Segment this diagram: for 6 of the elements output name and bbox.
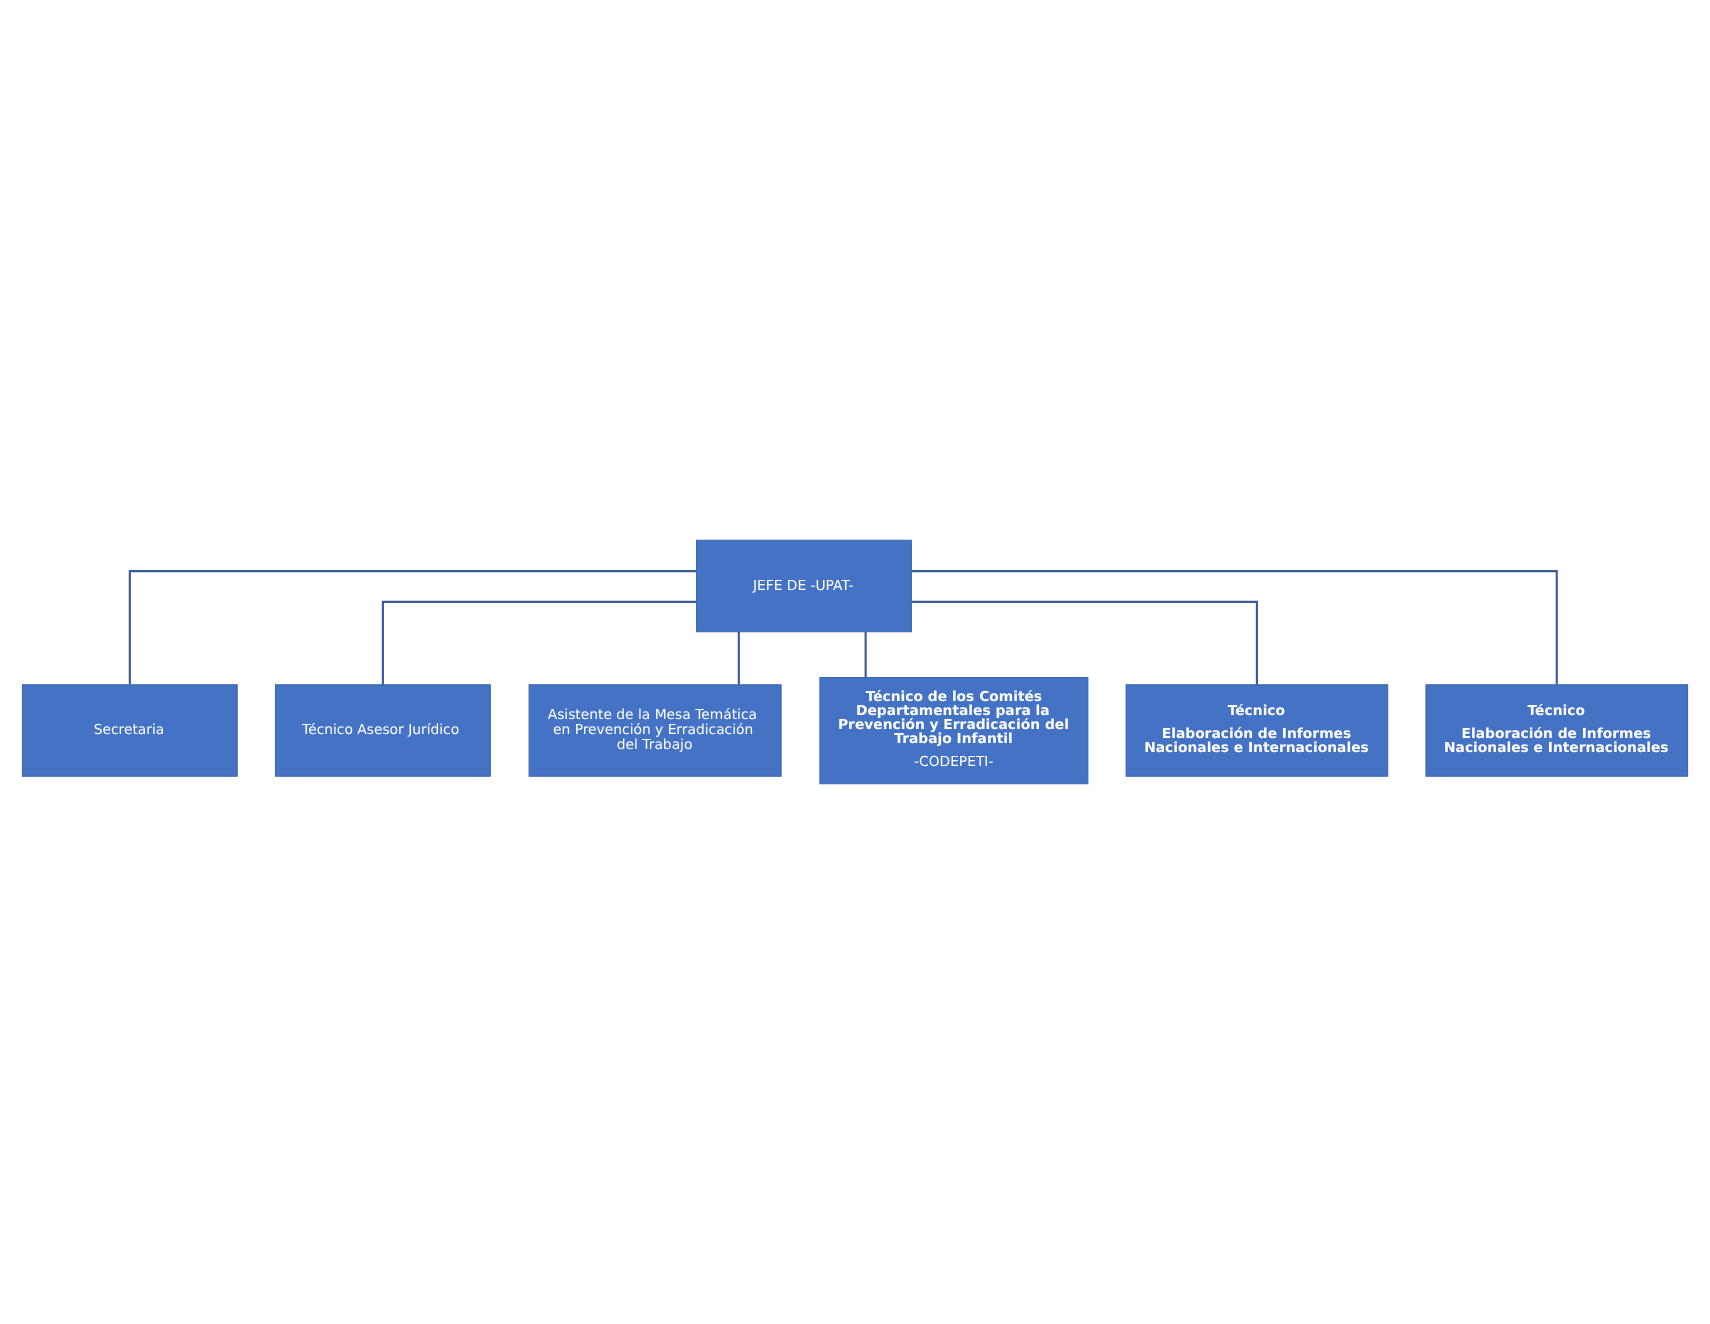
connector (381, 600, 697, 685)
connector (864, 631, 867, 678)
connector (128, 570, 697, 685)
connector (911, 570, 1558, 685)
connector (737, 631, 740, 685)
connector (911, 600, 1258, 685)
